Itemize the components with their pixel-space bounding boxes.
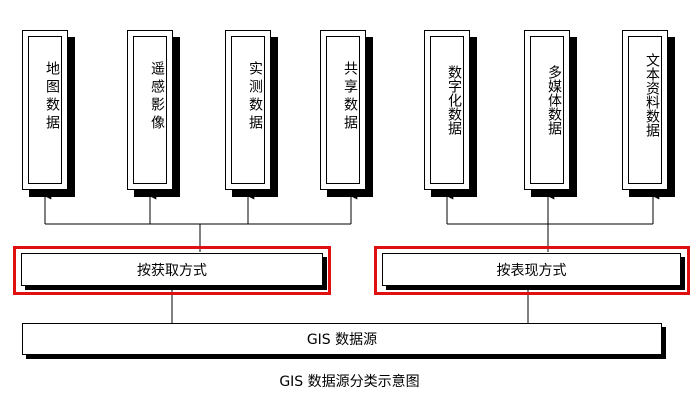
card-multimedia-data: 多媒体数据 (524, 30, 570, 190)
gis-data-source-box: GIS 数据源 (22, 323, 662, 355)
card-label: 共享数据 (342, 61, 358, 133)
method-label-acquisition: 按获取方式 (137, 262, 207, 279)
card-text-data: 文本资料数据 (622, 30, 668, 190)
card-label: 实测数据 (247, 61, 263, 133)
card-measured-data: 实测数据 (225, 30, 271, 190)
highlight-frame-acquisition (13, 246, 331, 295)
highlight-frame-representation (374, 246, 690, 295)
card-label: 文本资料数据 (644, 53, 660, 137)
card-remote-sensing: 遥感影像 (127, 30, 173, 190)
card-label: 遥感影像 (149, 61, 165, 133)
card-digitized-data: 数字化数据 (424, 30, 470, 190)
card-shared-data: 共享数据 (320, 30, 366, 190)
method-box-representation: 按表现方式 (382, 253, 681, 286)
card-label: 数字化数据 (446, 65, 462, 135)
gis-data-source-label: GIS 数据源 (306, 332, 378, 348)
method-label-representation: 按表现方式 (496, 262, 567, 279)
card-label: 多媒体数据 (546, 65, 562, 135)
card-label: 地图数据 (44, 61, 60, 133)
method-box-acquisition: 按获取方式 (21, 253, 323, 286)
card-map-data: 地图数据 (22, 30, 68, 190)
figure-caption: GIS 数据源分类示意图 (279, 374, 420, 390)
